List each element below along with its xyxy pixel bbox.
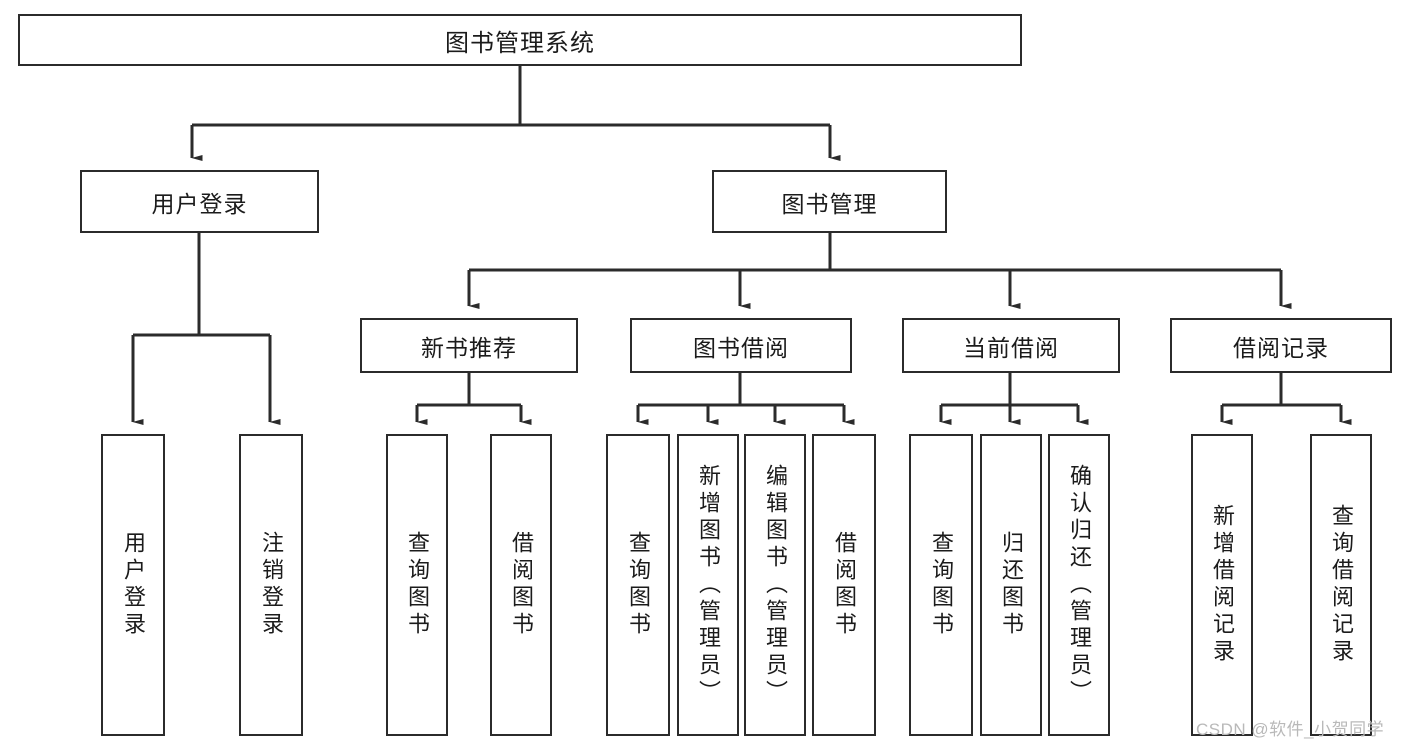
node-root[interactable]: 图书管理系统 [18,14,1022,66]
node-borrow-record[interactable]: 借阅记录 [1170,318,1392,373]
leaf-label: 确认归还（管理员） [1067,463,1092,707]
leaf-current-borrow-return[interactable]: 归还图书 [980,434,1042,736]
leaf-label: 借阅图书 [832,531,857,639]
leaf-borrow-record-add[interactable]: 新增借阅记录 [1191,434,1253,736]
node-borrow-record-label: 借阅记录 [1233,334,1329,361]
node-current-borrow[interactable]: 当前借阅 [902,318,1120,373]
leaf-label: 查询借阅记录 [1329,504,1354,666]
node-new-book-recommend-label: 新书推荐 [421,334,517,361]
leaf-label: 编辑图书（管理员） [763,463,788,707]
leaf-new-book-query[interactable]: 查询图书 [386,434,448,736]
leaf-book-borrow-add[interactable]: 新增图书（管理员） [677,434,739,736]
leaf-label: 用户登录 [121,531,146,639]
leaf-label: 新增借阅记录 [1210,504,1235,666]
leaf-book-borrow-borrow[interactable]: 借阅图书 [812,434,876,736]
leaf-user-login-login[interactable]: 用户登录 [101,434,165,736]
leaf-user-login-logout[interactable]: 注销登录 [239,434,303,736]
node-book-management[interactable]: 图书管理 [712,170,947,233]
leaf-label: 查询图书 [626,531,651,639]
leaf-book-borrow-edit[interactable]: 编辑图书（管理员） [744,434,806,736]
node-user-login-label: 用户登录 [151,190,248,217]
leaf-borrow-record-query[interactable]: 查询借阅记录 [1310,434,1372,736]
leaf-new-book-borrow[interactable]: 借阅图书 [490,434,552,736]
node-book-management-label: 图书管理 [781,190,878,217]
leaf-label: 注销登录 [259,531,284,639]
node-current-borrow-label: 当前借阅 [963,334,1059,361]
leaf-label: 查询图书 [929,531,954,639]
leaf-label: 新增图书（管理员） [696,463,721,707]
node-user-login[interactable]: 用户登录 [80,170,319,233]
leaf-current-borrow-query[interactable]: 查询图书 [909,434,973,736]
watermark-text: CSDN @软件_小贺同学 [1196,720,1385,739]
leaf-book-borrow-query[interactable]: 查询图书 [606,434,670,736]
leaf-current-borrow-confirm[interactable]: 确认归还（管理员） [1048,434,1110,736]
leaf-label: 归还图书 [999,531,1024,639]
node-root-label: 图书管理系统 [445,29,595,57]
leaf-label: 查询图书 [405,531,430,639]
node-book-borrow-label: 图书借阅 [693,334,789,361]
leaf-label: 借阅图书 [509,531,534,639]
node-book-borrow[interactable]: 图书借阅 [630,318,852,373]
node-new-book-recommend[interactable]: 新书推荐 [360,318,578,373]
